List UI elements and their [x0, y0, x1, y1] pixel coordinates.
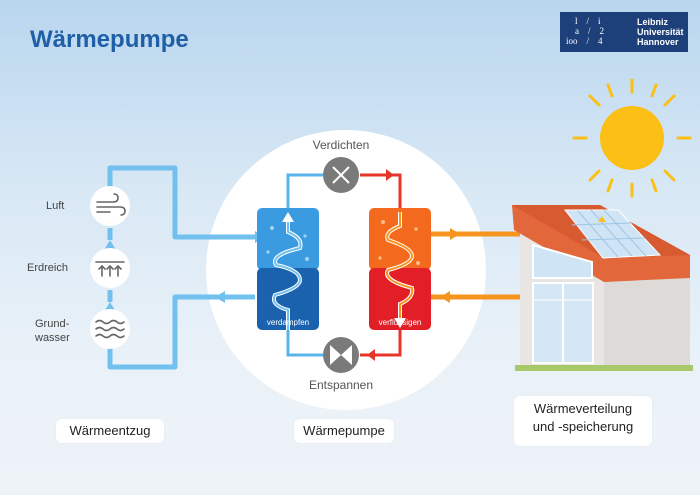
ground-heat-icon: [95, 261, 125, 277]
source-pipes: [107, 165, 255, 370]
expansion-valve-icon: [323, 337, 359, 373]
source-label-air: Luft: [46, 200, 65, 212]
heat-pump-circle: [206, 130, 486, 410]
condenser-block: [369, 208, 431, 330]
refrigerant-cycle: [286, 173, 402, 357]
house-illustration: [512, 205, 693, 371]
source-label-groundwater: Grund- wasser: [35, 318, 70, 344]
heat-distribution-line-2: und -speicherung: [532, 419, 634, 434]
logo-line-3: Hannover: [637, 37, 679, 47]
heat-distribution-line-1: Wärmeverteilung: [533, 401, 633, 416]
heat-extraction-box: Wärmeentzug: [56, 419, 164, 443]
water-waves-icon: [95, 319, 125, 339]
wind-icon: [96, 193, 126, 216]
evaporator-label: verdampfen: [266, 318, 310, 327]
heat-pump-box: Wärmepumpe: [294, 419, 394, 443]
compressor-icon: [323, 157, 359, 193]
source-label-ground: Erdreich: [27, 262, 68, 274]
expansion-label: Entspannen: [308, 378, 374, 392]
page-title: Wärmepumpe: [30, 26, 189, 53]
university-logo: Leibniz Universität Hannover l / i a / 2…: [560, 12, 688, 52]
logo-line-2: Universität: [637, 27, 684, 37]
condenser-label: verflüssigen: [378, 318, 422, 327]
evaporator-block: [257, 208, 319, 330]
compressor-label: Verdichten: [312, 138, 370, 152]
logo-line-1: Leibniz: [637, 17, 668, 27]
sun-icon: [572, 78, 692, 198]
heat-distribution-box: Wärmeverteilung und -speicherung: [514, 396, 652, 446]
